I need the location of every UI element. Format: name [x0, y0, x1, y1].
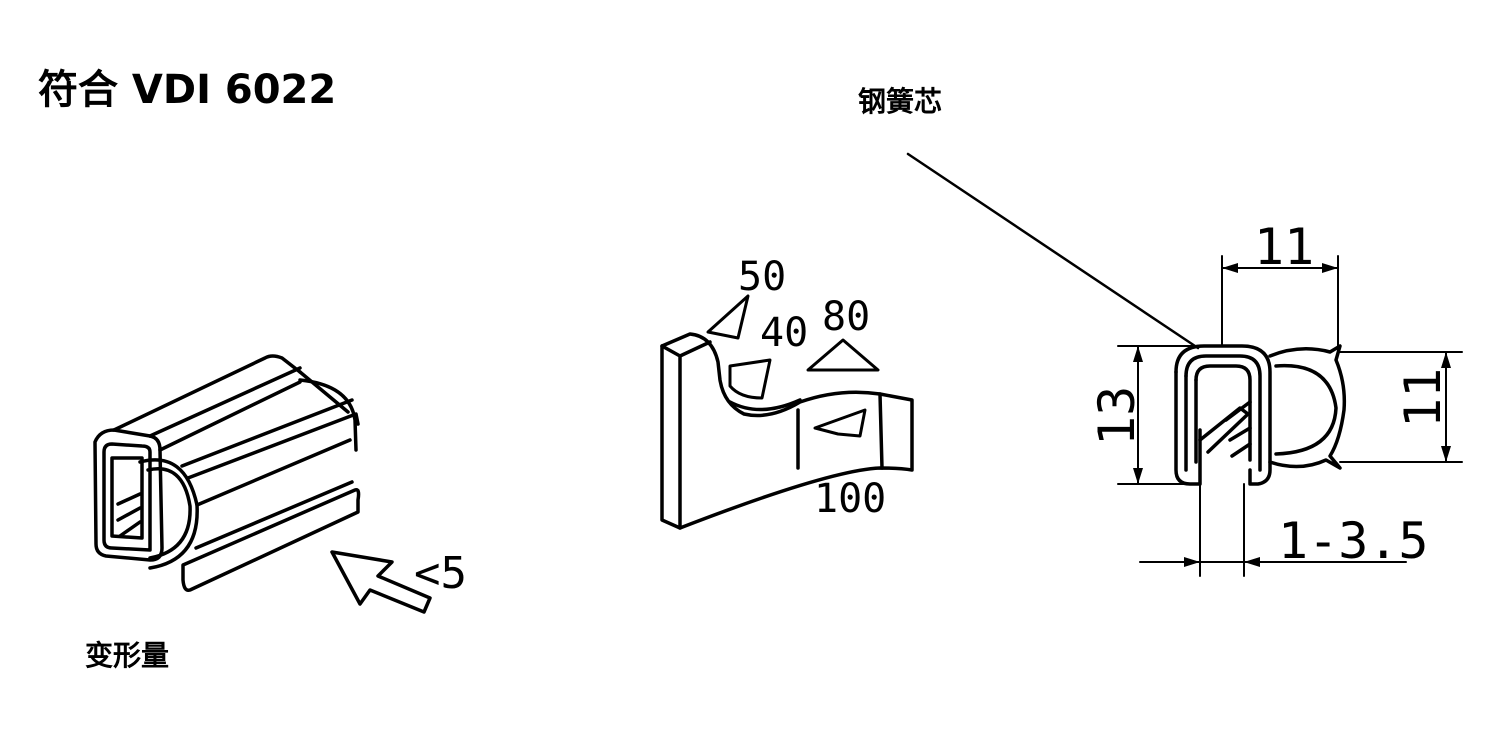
- dimension-arrowheads: [1133, 263, 1451, 567]
- dimension-right-height: 11: [1394, 368, 1452, 428]
- force-value-80: 80: [822, 294, 870, 340]
- cross-section-profile: [1174, 344, 1347, 486]
- deformation-value: <5: [414, 548, 467, 599]
- deformation-arrow-icon: [330, 550, 432, 614]
- dimension-lines: [1117, 255, 1463, 577]
- force-value-40: 40: [760, 310, 808, 356]
- edge-trim-isometric-view: [93, 354, 361, 593]
- dimension-left-height: 13: [1088, 386, 1146, 446]
- steel-core-label: 钢簧芯: [858, 85, 943, 118]
- steel-core-leader-line: [906, 152, 1200, 350]
- page-title: 符合 VDI 6022: [38, 67, 337, 113]
- force-value-50: 50: [738, 254, 786, 300]
- force-value-100: 100: [814, 476, 886, 522]
- dimension-clamping-range: 1-3.5: [1278, 512, 1429, 570]
- force-distribution-diagram: [660, 294, 914, 530]
- deformation-label: 变形量: [85, 639, 170, 672]
- dimension-top-width: 11: [1254, 218, 1314, 276]
